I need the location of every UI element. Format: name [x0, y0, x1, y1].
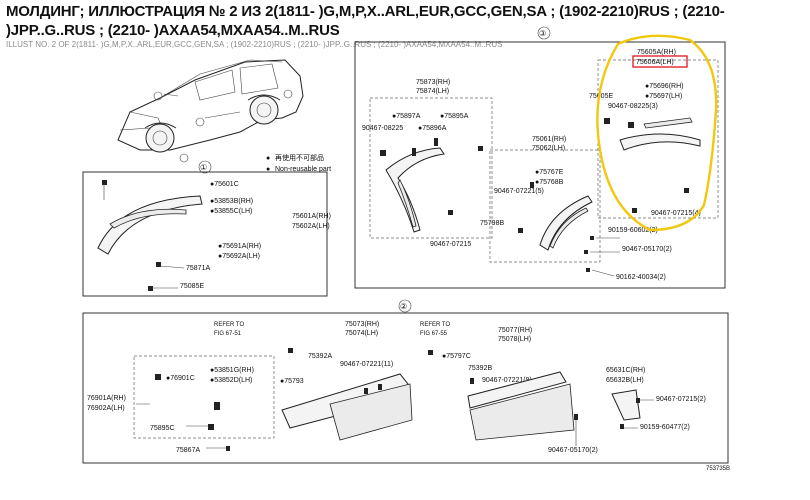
part-75392A: 75392A	[308, 353, 332, 360]
part-75061: 75061(RH)	[532, 136, 566, 143]
part-75078: 75078(LH)	[498, 336, 531, 343]
part-75696: ●75696(RH)	[645, 83, 683, 90]
part-75797C: ●75797C	[442, 353, 471, 360]
part-75077: 75077(RH)	[498, 327, 532, 334]
part-75873: 75873(RH)	[416, 79, 450, 86]
part-53853B: ●53853B(RH)	[210, 198, 253, 205]
molding-75061	[539, 195, 593, 251]
figure-code: 753735B	[706, 466, 730, 472]
part-90467-07221-b: 90467-07221(11)	[340, 361, 393, 368]
part-90467-07215-b: 90467-07215(4)	[651, 210, 701, 217]
part-75606A: 75606A(LH)	[636, 59, 674, 66]
part-90467-08225-a: 90467-08225	[362, 125, 403, 132]
legend-en: Non-reusable part	[275, 166, 331, 173]
part-76901A: 76901A(RH)	[87, 395, 126, 402]
part-53852D: ●53852D(LH)	[210, 377, 252, 384]
part-53855C: ●53855C(LH)	[210, 208, 252, 215]
page-title: МОЛДИНГ; ИЛЛЮСТРАЦИЯ № 2 ИЗ 2(1811- )G,M…	[6, 3, 725, 39]
refer-1-a: REFER TO	[214, 322, 244, 328]
part-75871A: 75871A	[186, 265, 210, 272]
part-75392B: 75392B	[468, 365, 492, 372]
part-75605A: 75605A(RH)	[637, 49, 676, 56]
part-90467-07215-c: 90467-07215(2)	[656, 396, 706, 403]
legend-icon: ●	[266, 155, 270, 162]
part-90467-07221-a: 90467-07221(5)	[494, 188, 544, 195]
part-90467-07221-c: 90467-07221(9)	[482, 377, 532, 384]
car-illustration	[117, 59, 304, 163]
molding-75077	[467, 371, 567, 409]
part-65631C: 65631C(RH)	[606, 367, 645, 374]
part-75074: 75074(LH)	[345, 330, 378, 337]
part-90162-40034: 90162-40034(2)	[616, 274, 666, 281]
part-90467-08225-b: 90467-08225(3)	[608, 103, 658, 110]
part-75896A: ●75896A	[418, 125, 447, 132]
part-90159-60477: 90159-60477(2)	[640, 424, 690, 431]
section-3-label: ③	[539, 29, 546, 38]
part-75691A: ●75691A(RH)	[218, 243, 261, 250]
part-75793: ●75793	[280, 378, 304, 385]
part-76901C: ●76901C	[166, 375, 195, 382]
part-75062: 75062(LH)	[532, 145, 565, 152]
part-75602A: 75602A(LH)	[292, 223, 330, 230]
mudguard-65631C	[611, 389, 641, 421]
legend-icon-2: ●	[266, 166, 270, 173]
part-75895A: ●75895A	[440, 113, 469, 120]
part-90159-60602: 90159-60602(2)	[608, 227, 658, 234]
part-75601C: ●75601C	[210, 181, 239, 188]
part-53851G: ●53851G(RH)	[210, 367, 254, 374]
part-65632B: 65632B(LH)	[606, 377, 644, 384]
part-75767E: ●75767E	[535, 169, 564, 176]
part-75605E: 75605E	[589, 93, 613, 100]
part-90467-05170-b: 90467-05170(2)	[548, 447, 598, 454]
part-75798B: 75798B	[480, 220, 504, 227]
part-75867A: 75867A	[176, 447, 200, 454]
part-75085E: 75085E	[180, 283, 204, 290]
refer-2-a: REFER TO	[420, 322, 450, 328]
molding-75873	[385, 147, 445, 233]
refer-2-b: FIG 67-55	[420, 331, 448, 337]
section-1-label: ①	[200, 163, 207, 172]
part-75895C: 75895C	[150, 425, 175, 432]
highlight-75606A	[632, 55, 688, 68]
section-1-box	[82, 171, 328, 297]
part-75874: 75874(LH)	[416, 88, 449, 95]
molding-75605A	[619, 133, 701, 151]
part-75697: ●75697(LH)	[645, 93, 682, 100]
illustration-subtitle: ILLUST NO. 2 OF 2(1811- )G,M,P,X..ARL,EU…	[6, 40, 503, 49]
refer-1-b: FIG 67-51	[214, 331, 242, 337]
part-75897A: ●75897A	[392, 113, 421, 120]
legend-jp: 再使用不可部品	[275, 153, 324, 162]
part-75601A: 75601A(RH)	[292, 213, 331, 220]
part-75692A: ●75692A(LH)	[218, 253, 260, 260]
part-76902A: 76902A(LH)	[87, 405, 125, 412]
part-90467-07215-a: 90467-07215	[430, 241, 471, 248]
part-75073: 75073(RH)	[345, 321, 379, 328]
section-3-box	[354, 41, 726, 289]
section-2-box	[82, 312, 729, 464]
section-2-label: ②	[400, 302, 407, 311]
part-90467-05170-a: 90467-05170(2)	[622, 246, 672, 253]
highlight-ellipse	[596, 34, 718, 232]
part-75768B: ●75768B	[535, 179, 564, 186]
